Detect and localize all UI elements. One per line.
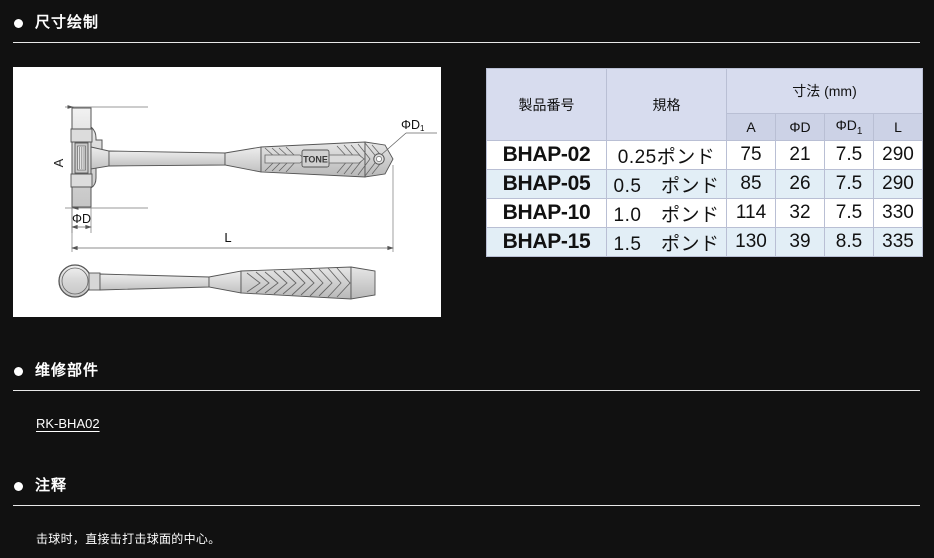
cell-model: BHAP-10 — [486, 198, 607, 228]
cell-phi-d1: 7.5 — [824, 169, 874, 199]
table-row: BHAP-02 0.25ポンド 75 21 7.5 290 — [486, 140, 923, 170]
column-header-spec: 規格 — [606, 68, 727, 141]
cell-a: 130 — [726, 227, 776, 257]
table-row: BHAP-05 0.5 ポンド 85 26 7.5 290 — [486, 169, 923, 199]
svg-text:L: L — [224, 230, 231, 245]
cell-a: 75 — [726, 140, 776, 170]
section-header-notes: 注释 — [0, 473, 934, 503]
cell-a: 85 — [726, 169, 776, 199]
phi-d1-subscript: 1 — [856, 125, 863, 137]
section-title-repair-parts: 维修部件 — [35, 362, 100, 379]
cell-l: 290 — [873, 140, 923, 170]
cell-l: 290 — [873, 169, 923, 199]
section-divider — [13, 390, 920, 391]
repair-part-link[interactable]: RK-BHA02 — [36, 416, 100, 431]
cell-spec: 0.25ポンド — [606, 140, 727, 170]
bullet-dot-icon — [14, 367, 23, 376]
brand-mark: TONE — [303, 155, 328, 165]
cell-phi-d1: 8.5 — [824, 227, 874, 257]
cell-l: 330 — [873, 198, 923, 228]
bullet-dot-icon — [14, 482, 23, 491]
cell-phi-d: 26 — [775, 169, 825, 199]
cell-phi-d1: 7.5 — [824, 140, 874, 170]
section-header-dimensions: 尺寸绘制 — [0, 10, 934, 40]
cell-model: BHAP-05 — [486, 169, 607, 199]
section-title-notes: 注释 — [35, 477, 68, 494]
bullet-dot-icon — [14, 19, 23, 28]
cell-spec: 1.0 ポンド — [606, 198, 727, 228]
table-row: BHAP-10 1.0 ポンド 114 32 7.5 330 — [486, 198, 923, 228]
table-body: BHAP-02 0.25ポンド 75 21 7.5 290 BHAP-05 0.… — [486, 140, 923, 257]
note-body-text: 击球时，直接击打击球面的中心。 — [36, 532, 221, 546]
column-header-a: A — [726, 113, 776, 141]
hammer-dimension-drawing: A — [13, 67, 441, 317]
cell-model: BHAP-15 — [486, 227, 607, 257]
cell-model: BHAP-02 — [486, 140, 607, 170]
cell-l: 335 — [873, 227, 923, 257]
cell-phi-d: 39 — [775, 227, 825, 257]
section-dimensions: 尺寸绘制 — [0, 10, 934, 43]
cell-phi-d: 32 — [775, 198, 825, 228]
column-header-model: 製品番号 — [486, 68, 607, 141]
cell-phi-d: 21 — [775, 140, 825, 170]
svg-text:A: A — [51, 158, 66, 167]
cell-phi-d1: 7.5 — [824, 198, 874, 228]
section-divider — [13, 505, 920, 506]
specification-table: 製品番号 規格 寸法 (mm) A ΦD ΦD1 L BHAP-02 0.25ポ… — [486, 68, 923, 257]
page-title: 尺寸绘制 — [35, 14, 100, 31]
section-header-repair-parts: 维修部件 — [0, 358, 934, 388]
cell-spec: 0.5 ポンド — [606, 169, 727, 199]
table-row: BHAP-15 1.5 ポンド 130 39 8.5 335 — [486, 227, 923, 257]
table-header-row-group: 製品番号 規格 寸法 (mm) — [486, 68, 923, 141]
section-divider — [13, 42, 920, 43]
column-header-l: L — [873, 113, 923, 141]
column-header-phi-d: ΦD — [775, 113, 825, 141]
cell-spec: 1.5 ポンド — [606, 227, 727, 257]
cell-a: 114 — [726, 198, 776, 228]
column-header-phi-d1: ΦD1 — [824, 113, 874, 141]
phi-d1-prefix: ΦD — [835, 117, 857, 134]
svg-text:ΦD1: ΦD1 — [401, 118, 425, 133]
svg-text:ΦD: ΦD — [72, 212, 91, 226]
section-notes: 注释 — [0, 473, 934, 506]
section-repair-parts: 维修部件 — [0, 358, 934, 391]
column-header-dimension-group: 寸法 (mm) — [726, 68, 923, 114]
